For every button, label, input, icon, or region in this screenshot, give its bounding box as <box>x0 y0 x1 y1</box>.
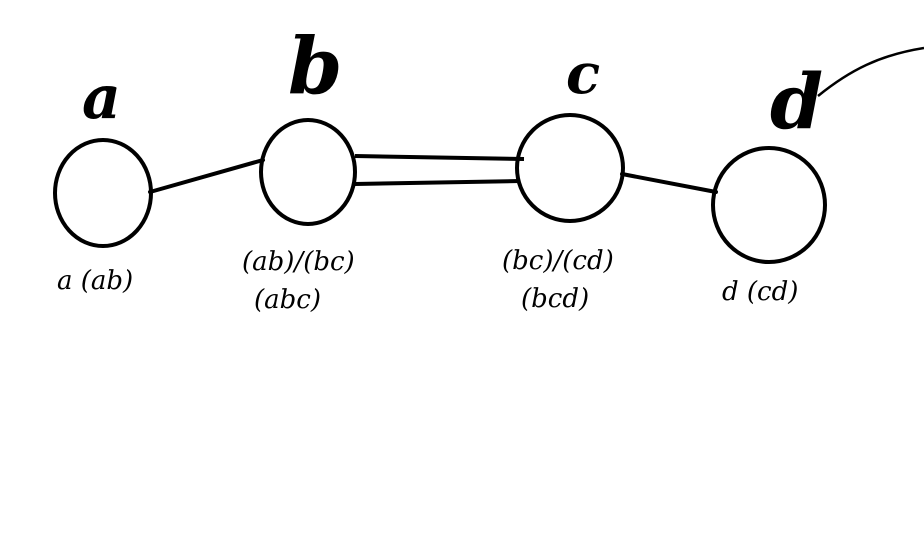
node-d-sublabel: d (cd) <box>722 277 798 307</box>
node-b-label: b <box>288 21 343 112</box>
node-d-circle <box>711 146 827 264</box>
flourish-decoration <box>817 46 924 97</box>
node-c-label: c <box>566 41 600 107</box>
node-b-sublabel-1: (ab)/(bc) <box>242 247 355 277</box>
edge-c-d <box>620 172 718 194</box>
node-b-sublabel-2: (abc) <box>254 285 321 315</box>
edge-b-c-double <box>354 154 525 186</box>
node-a-sublabel: a (ab) <box>57 266 133 296</box>
node-a-label: a <box>82 63 121 133</box>
node-c-sublabel-1: (bc)/(cd) <box>502 246 614 276</box>
node-c-sublabel-2: (bcd) <box>521 284 589 314</box>
node-c-circle <box>515 113 625 223</box>
edge-a-b <box>148 158 265 194</box>
node-b-circle <box>259 118 357 226</box>
node-d-label: d <box>770 57 823 146</box>
node-a-circle <box>53 138 153 248</box>
